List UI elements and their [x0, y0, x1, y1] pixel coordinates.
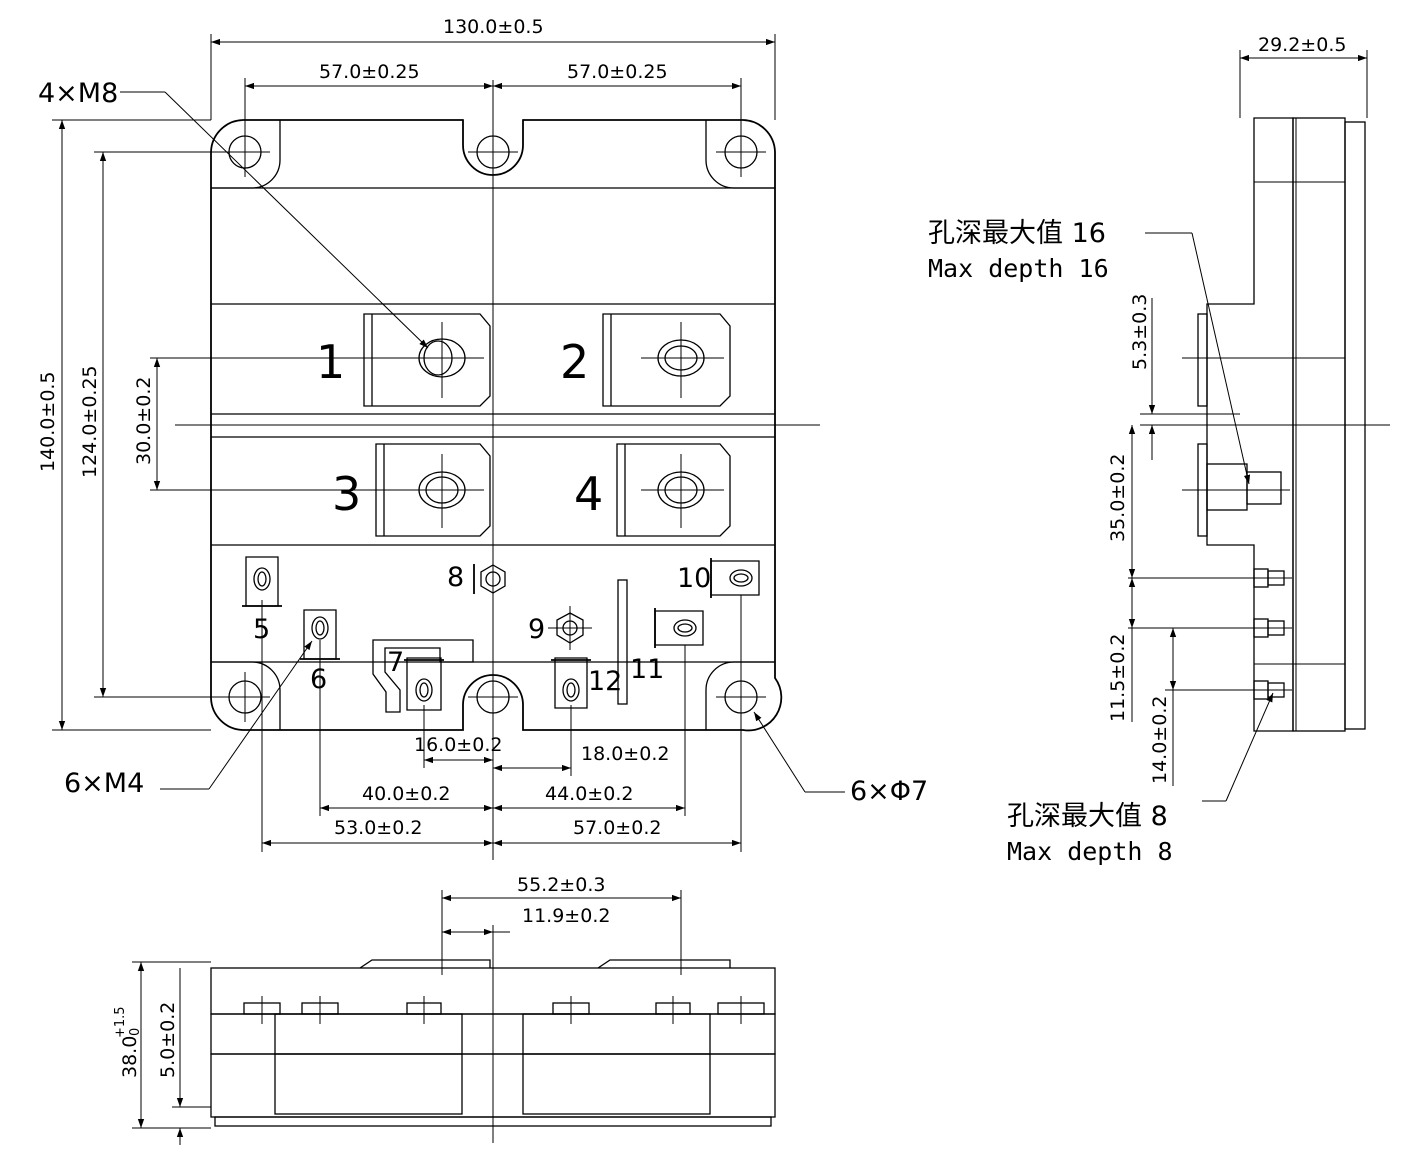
note-depth-16-cn: 孔深最大值 16 — [928, 218, 1106, 249]
mount-hole-tc — [468, 127, 518, 177]
pin-label-12: 12 — [588, 666, 622, 697]
dim-right-hole-pitch: 57.0±0.25 — [567, 61, 668, 83]
terminal-label-3: 3 — [332, 467, 361, 521]
callout-m4: 6×M4 — [64, 768, 144, 799]
dim-38-base: 38.0 — [119, 1036, 141, 1078]
dim-53: 53.0±0.2 — [334, 817, 422, 839]
pin-label-6: 6 — [310, 664, 327, 695]
pin-label-9: 9 — [528, 614, 545, 645]
dim-35: 35.0±0.2 — [1107, 454, 1129, 542]
pin-label-11: 11 — [630, 654, 664, 685]
aux-pin-12 — [551, 657, 591, 709]
power-terminal-2 — [602, 313, 731, 407]
aux-pin-11b — [654, 608, 704, 648]
dim-55-2: 55.2±0.3 — [517, 874, 605, 896]
dim-11-5: 11.5±0.2 — [1107, 634, 1129, 722]
dim-40: 40.0±0.2 — [362, 783, 450, 805]
note-depth-8-cn: 孔深最大值 8 — [1007, 801, 1168, 832]
power-terminal-4 — [616, 443, 731, 537]
pin-label-8: 8 — [447, 562, 464, 593]
dim-38-lower-tol: 0 — [128, 1028, 143, 1036]
power-terminal-1 — [363, 313, 491, 407]
aux-pin-10 — [710, 558, 760, 598]
callout-m8: 4×M8 — [38, 78, 118, 109]
aux-pin-7 — [372, 639, 474, 713]
dim-14: 14.0±0.2 — [1149, 696, 1171, 784]
dim-side-height: 29.2±0.5 — [1258, 34, 1346, 56]
aux-pin-5 — [242, 556, 282, 607]
mount-hole-tr — [716, 127, 766, 177]
aux-pin-8 — [473, 564, 506, 594]
mount-hole-bc — [468, 680, 518, 714]
pin-label-10: 10 — [677, 563, 711, 594]
dim-11-9: 11.9±0.2 — [522, 905, 610, 927]
pin-label-7: 7 — [387, 647, 404, 678]
module-outline — [210, 119, 783, 732]
dim-left-hole-pitch: 57.0±0.25 — [319, 61, 420, 83]
terminal-label-1: 1 — [316, 335, 345, 389]
dim-overall-height: 140.0±0.5 — [37, 371, 59, 472]
note-depth-16-en: Max depth 16 — [928, 254, 1109, 283]
dim-hole-height: 124.0±0.25 — [79, 365, 101, 478]
terminal-label-4: 4 — [574, 467, 603, 521]
dim-38-upper-tol: +1.5 — [113, 1006, 128, 1038]
dim-terminal-pitch: 30.0±0.2 — [133, 377, 155, 465]
dim-overall-width: 130.0±0.5 — [443, 16, 544, 38]
callout-phi7: 6×Φ7 — [850, 776, 928, 807]
module-housing — [211, 120, 775, 730]
dim-57: 57.0±0.2 — [573, 817, 661, 839]
side-view: 29.2±0.5 5.3±0.3 35.0±0.2 11.5±0.2 14.0±… — [928, 34, 1390, 866]
dim-5: 5.0±0.2 — [157, 1002, 179, 1078]
dim-16: 16.0±0.2 — [414, 734, 502, 756]
front-view: 55.2±0.3 11.9±0.2 38.0 +1.5 0 5.0±0.2 — [113, 874, 776, 1145]
dim-18: 18.0±0.2 — [581, 743, 669, 765]
dim-5-3: 5.3±0.3 — [1129, 294, 1151, 370]
top-view: 1 2 3 4 5 6 7 8 9 10 11 12 130.0±0.5 57.… — [37, 16, 928, 860]
terminal-label-2: 2 — [560, 335, 589, 389]
note-depth-8-en: Max depth 8 — [1007, 837, 1173, 866]
aux-pin-9 — [548, 606, 592, 650]
dim-44: 44.0±0.2 — [545, 783, 633, 805]
aux-pin-11 — [617, 579, 628, 705]
